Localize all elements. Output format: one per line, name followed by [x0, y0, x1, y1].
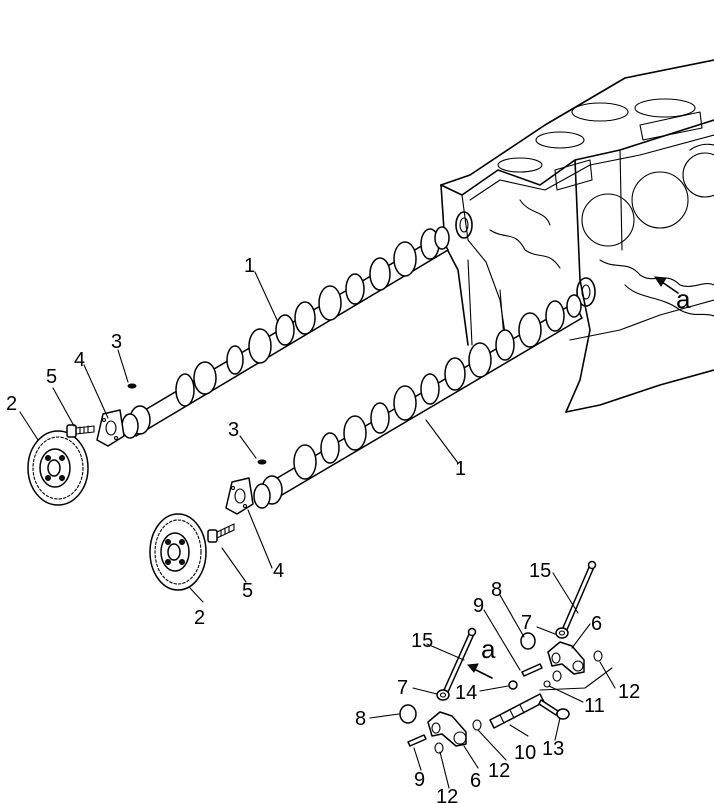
callout-pin-right: 9 [473, 595, 484, 617]
callout-ring-small: 14 [455, 682, 477, 704]
snap-ring-center [552, 670, 562, 682]
thrust-plate-upper [96, 409, 125, 447]
view-marker-detail: a [481, 634, 496, 664]
view-marker-block: a [676, 284, 691, 314]
cam-gear-left [27, 430, 89, 506]
callout-tappet-left: 6 [470, 770, 481, 792]
tappet-lever-right [547, 641, 585, 675]
callout-tappet-right: 6 [591, 613, 602, 635]
callout-gear-right: 2 [194, 607, 205, 629]
gear-bolt-lower [207, 523, 235, 543]
cam-gear-right [149, 513, 207, 591]
callout-gear-left: 2 [6, 393, 17, 415]
snap-ring-bottom-b [472, 719, 482, 731]
callout-bolt-upper: 5 [46, 366, 57, 388]
callout-ring-right: 12 [618, 681, 640, 703]
callout-labels: 1 1 2 2 3 3 4 4 5 5 15 15 8 8 9 9 7 7 6 … [6, 255, 691, 803]
pushrod-right [561, 564, 595, 633]
callout-pin-left: 9 [414, 769, 425, 791]
callout-roller-right: 8 [491, 579, 502, 601]
nut-right [555, 627, 569, 639]
camshaft-upper [121, 226, 450, 439]
thrust-plate-lower [225, 477, 254, 515]
callout-plate-lower: 4 [273, 560, 284, 582]
callout-bolt-small: 13 [542, 738, 564, 760]
callout-nut-right: 7 [521, 612, 532, 634]
gear-bolt-upper [66, 424, 95, 438]
callout-pushrod-left: 15 [411, 630, 433, 652]
pin-right [521, 663, 543, 677]
nut-left [436, 689, 450, 701]
tappet-shaft [489, 693, 545, 729]
callout-plate-upper: 4 [74, 349, 85, 371]
roller-left [399, 704, 417, 724]
callout-pushrod-right: 15 [529, 560, 551, 582]
cylinder-block [440, 59, 714, 413]
callout-ring-bottom: 12 [436, 786, 458, 803]
snap-ring-bottom-a [434, 742, 444, 754]
key-upper [127, 383, 137, 389]
callout-key-lower: 3 [228, 419, 239, 441]
callout-camshaft-upper: 1 [244, 255, 255, 277]
ring-small [508, 680, 518, 690]
callout-ring-center: 12 [488, 760, 510, 782]
callout-camshaft-lower: 1 [455, 458, 466, 480]
leader-lines [19, 271, 616, 789]
pin-left [407, 734, 427, 747]
key-lower [257, 459, 267, 465]
callout-shaft: 10 [514, 742, 536, 764]
callout-roller-left: 8 [355, 708, 366, 730]
callout-bolt-lower: 5 [242, 580, 253, 602]
tappet-assembly-detail [399, 560, 613, 754]
snap-ring-right [593, 650, 603, 662]
small-bolt [538, 699, 559, 716]
washer-center [543, 680, 551, 688]
callout-washer-center: 11 [584, 695, 605, 717]
callout-nut-left: 7 [397, 677, 408, 699]
tappet-lever-left [427, 711, 467, 747]
callout-key-upper: 3 [111, 331, 122, 353]
camshaft-lower [253, 294, 583, 509]
